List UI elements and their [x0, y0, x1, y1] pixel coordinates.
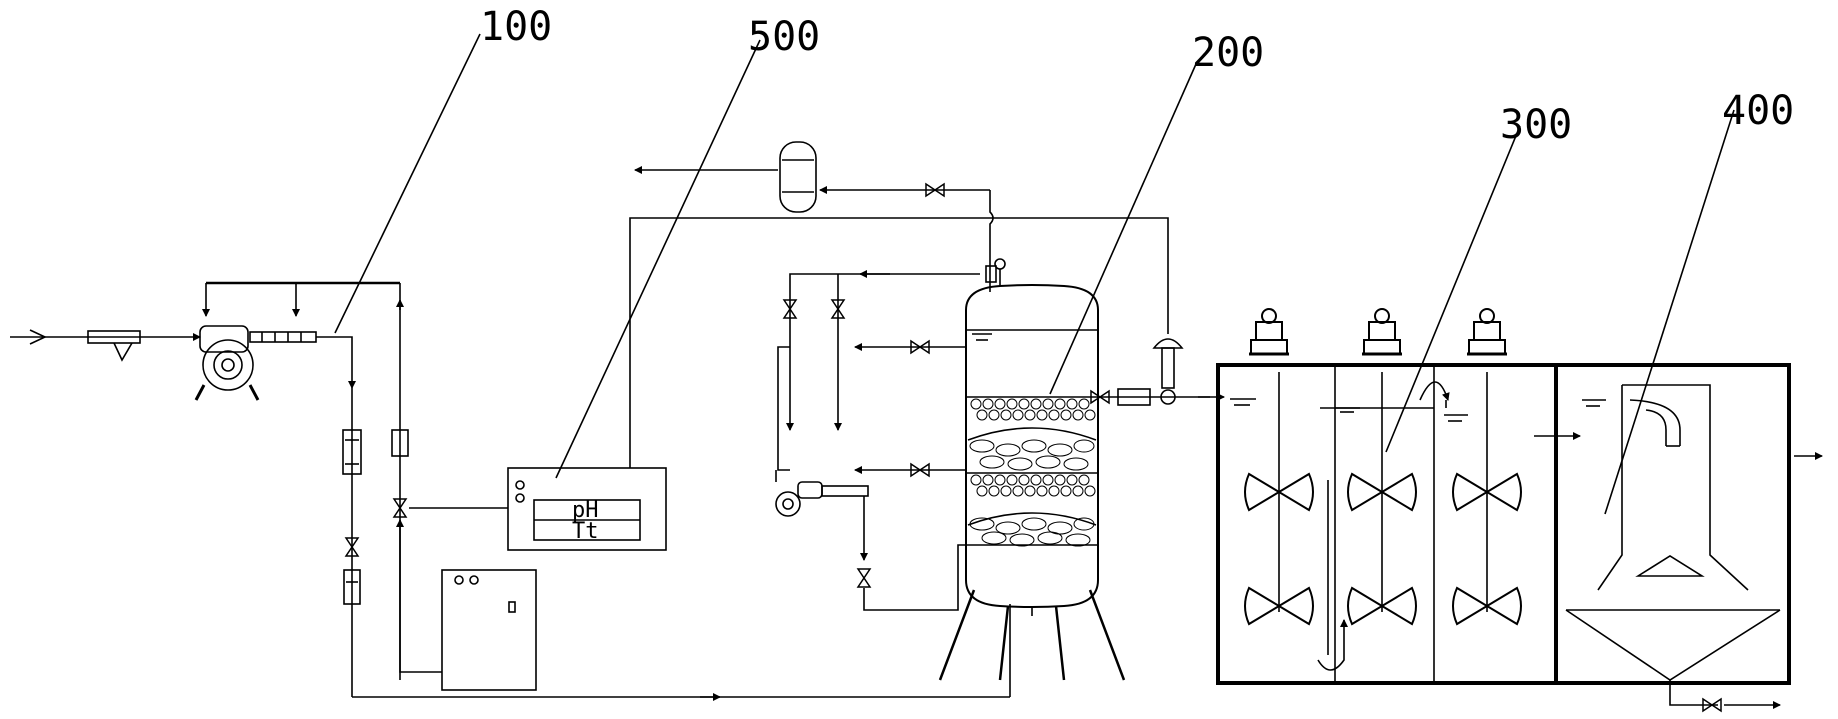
- feed-inlet: [10, 329, 201, 362]
- reactor-recycle-piping: [775, 270, 980, 482]
- leader-lines: [334, 33, 1735, 515]
- ref-label-400: 400: [1722, 88, 1794, 134]
- dosing-line: [393, 299, 508, 673]
- ref-label-200: 200: [1192, 30, 1264, 76]
- recycle-pump: [775, 481, 966, 611]
- ref-label-500: 500: [748, 14, 820, 60]
- mixing-tank: [1216, 307, 1581, 685]
- controller-display-ph: pH: [572, 498, 599, 523]
- ref-label-300: 300: [1500, 102, 1572, 148]
- feed-main: [316, 336, 1011, 701]
- inlet-pump: [194, 325, 317, 401]
- reactor-outlet: [1090, 338, 1225, 406]
- reactor-vessel: [938, 258, 1126, 681]
- settling-tank: [1554, 363, 1823, 712]
- ref-label-100: 100: [480, 4, 552, 50]
- dosing-tank: [441, 569, 537, 691]
- gas-vent: [634, 141, 994, 274]
- controller-display-tt: Tt: [572, 519, 599, 544]
- media-bed: [969, 398, 1096, 547]
- controller: [507, 217, 1169, 551]
